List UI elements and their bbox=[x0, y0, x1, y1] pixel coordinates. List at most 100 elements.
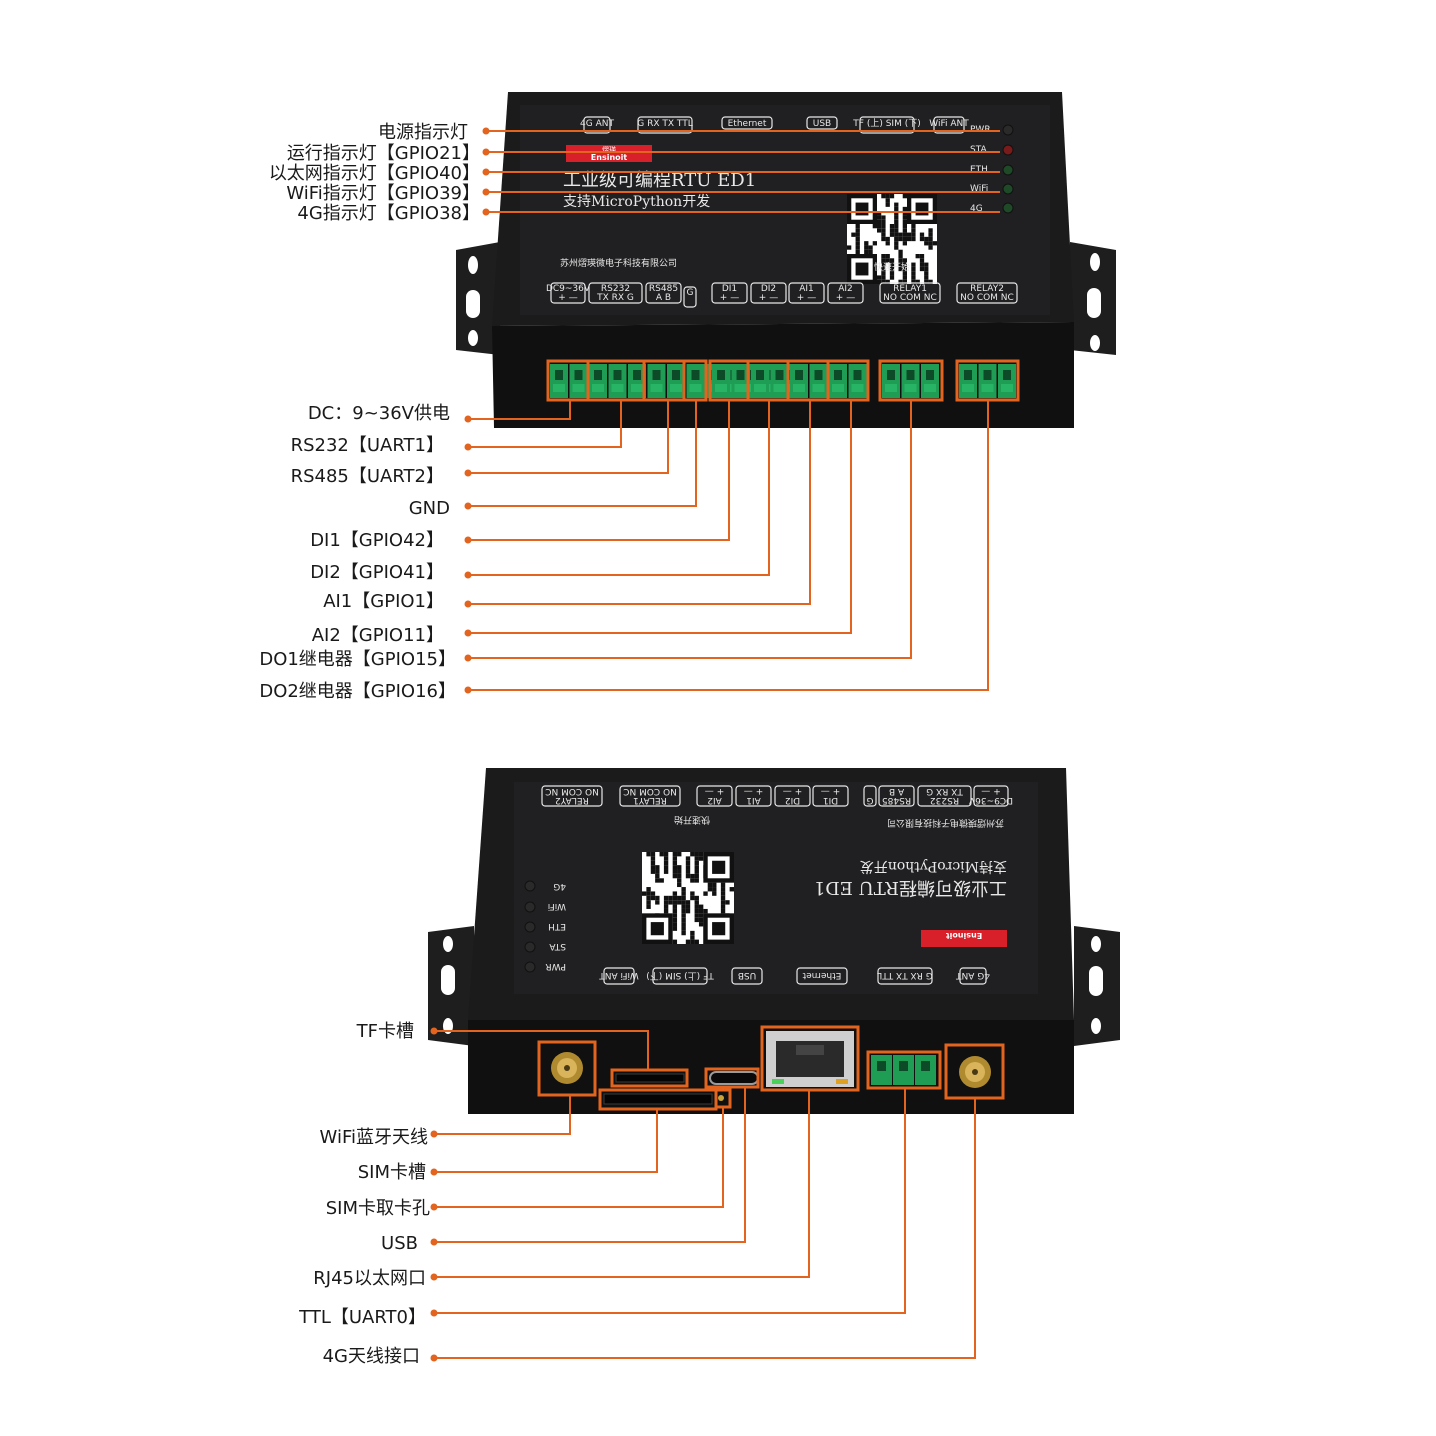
led-label-4g-bottom: 4G bbox=[553, 881, 566, 891]
terminal-pin bbox=[998, 364, 1016, 398]
terminal-pin bbox=[712, 364, 730, 398]
terminal-label-pins: + — bbox=[720, 293, 739, 303]
terminal-label-pins: + — bbox=[759, 293, 778, 303]
terminal-pin bbox=[589, 364, 607, 398]
led-label-sta-bottom: STA bbox=[548, 941, 566, 951]
callout-4g-led: 4G指示灯【GPIO38】 bbox=[297, 203, 480, 224]
led-label-pwr-bottom: PWR bbox=[545, 961, 566, 971]
terminal-pin bbox=[882, 364, 900, 398]
callout-gnd: GND bbox=[409, 498, 450, 519]
terminal-label-bottom-pins: + — bbox=[783, 786, 802, 796]
top-port-label: TF (上) SIM (下) bbox=[852, 118, 920, 129]
qr-caption: 快速开始 bbox=[874, 261, 910, 273]
brand-badge-en-bottom: Ensinoit bbox=[946, 931, 983, 940]
panel-subtitle: 支持MicroPython开发 bbox=[563, 194, 710, 210]
terminal-callouts: DC：9~36V供电 RS232【UART1】 RS485【UART2】 GND… bbox=[259, 400, 988, 702]
callout-sim-slot: SIM卡槽 bbox=[358, 1162, 426, 1183]
terminal-pin bbox=[550, 364, 568, 398]
mounting-ear-right-bottom bbox=[1074, 926, 1120, 1046]
callout-power-led: 电源指示灯 bbox=[378, 122, 468, 143]
callout-ethernet-led: 以太网指示灯【GPIO40】 bbox=[269, 163, 480, 184]
callout-rs485: RS485【UART2】 bbox=[291, 466, 444, 487]
terminal-label-pins: A B bbox=[656, 293, 671, 303]
callout-rs232: RS232【UART1】 bbox=[291, 435, 444, 456]
callout-tf-slot: TF卡槽 bbox=[356, 1021, 414, 1042]
terminal-pin bbox=[771, 364, 789, 398]
callout-ai1: AI1【GPIO1】 bbox=[323, 591, 444, 612]
panel-title-bottom: 工业级可编程RTU ED1 bbox=[814, 877, 1007, 898]
callout-di1: DI1【GPIO42】 bbox=[310, 530, 444, 551]
company-name: 苏州熠瑛微电子科技有限公司 bbox=[560, 257, 677, 269]
panel-title: 工业级可编程RTU ED1 bbox=[563, 170, 756, 191]
top-port-label-text: WiFi ANT bbox=[599, 970, 639, 980]
tf-card-slot bbox=[616, 1074, 684, 1082]
terminal-pin bbox=[648, 364, 666, 398]
top-port-label-text: G RX TX TTL bbox=[877, 970, 933, 980]
led-label-eth-bottom: ETH bbox=[548, 921, 566, 931]
led-label-wifi-bottom: WiFi bbox=[548, 901, 566, 911]
terminal-pin bbox=[667, 364, 685, 398]
terminal-pin bbox=[921, 364, 939, 398]
terminal-label-pins: TX RX G bbox=[596, 293, 634, 303]
terminal-label-bottom-pins: + — bbox=[821, 786, 840, 796]
terminal-label-name: G bbox=[687, 288, 694, 298]
terminal-pin bbox=[959, 364, 977, 398]
4g-antenna-connector bbox=[959, 1056, 991, 1088]
qr-caption-bottom: 快速开始 bbox=[674, 814, 710, 826]
terminal-pin bbox=[609, 364, 627, 398]
brand-badge-en: Ensinoit bbox=[591, 153, 628, 162]
terminal-pin bbox=[849, 364, 867, 398]
terminal-label-bottom-pins: + — bbox=[705, 786, 724, 796]
wifi-antenna-connector bbox=[551, 1052, 583, 1084]
top-port-label-text: 4G ANT bbox=[956, 970, 990, 980]
terminal-pin bbox=[810, 364, 828, 398]
top-port-label-text: USB bbox=[738, 970, 756, 980]
terminal-label-bottom-pins: + — bbox=[981, 786, 1000, 796]
callout-dc-power: DC：9~36V供电 bbox=[308, 403, 450, 424]
terminal-label-bottom-name: G bbox=[866, 795, 873, 805]
led-label-eth: ETH bbox=[970, 165, 988, 175]
terminal-label-pins: + — bbox=[797, 293, 816, 303]
terminal-label-pins: NO COM NC bbox=[883, 293, 937, 303]
terminal-pin bbox=[751, 364, 769, 398]
sim-card-slot bbox=[604, 1094, 712, 1104]
led-label-sta: STA bbox=[970, 145, 988, 155]
top-port-label-text: TF (上) SIM (下) bbox=[646, 970, 714, 981]
usb-port bbox=[710, 1072, 758, 1084]
ttl-terminal-block bbox=[871, 1055, 936, 1085]
terminal-pin bbox=[790, 364, 808, 398]
top-port-label: 4G ANT bbox=[580, 119, 614, 129]
terminal-pin bbox=[829, 364, 847, 398]
callout-di2: DI2【GPIO41】 bbox=[310, 562, 444, 583]
rj45-port bbox=[766, 1031, 854, 1087]
top-port-label: WiFi ANT bbox=[929, 119, 969, 129]
callout-do1-relay: DO1继电器【GPIO15】 bbox=[259, 649, 456, 670]
callout-rj45: RJ45以太网口 bbox=[313, 1268, 426, 1289]
top-port-label: G RX TX TTL bbox=[637, 119, 693, 129]
sim-eject-hole bbox=[718, 1095, 724, 1101]
terminal-label-pins: NO COM NC bbox=[960, 293, 1014, 303]
callout-do2-relay: DO2继电器【GPIO16】 bbox=[259, 681, 456, 702]
top-port-label: Ethernet bbox=[728, 119, 767, 129]
mounting-ear-right bbox=[1070, 242, 1116, 355]
callout-4g-antenna: 4G天线接口 bbox=[323, 1346, 420, 1367]
callout-ai2: AI2【GPIO11】 bbox=[312, 625, 444, 646]
callout-sim-eject: SIM卡取卡孔 bbox=[326, 1198, 430, 1219]
callout-wifi-antenna: WiFi蓝牙天线 bbox=[320, 1127, 428, 1148]
company-name-bottom: 苏州熠瑛微电子科技有限公司 bbox=[887, 817, 1004, 829]
terminal-label-bottom-pins: A B bbox=[889, 786, 904, 796]
terminal-pin bbox=[687, 364, 705, 398]
callout-run-led: 运行指示灯【GPIO21】 bbox=[287, 143, 480, 164]
brand-badge: 熠瑛 Ensinoit bbox=[566, 145, 652, 162]
panel-subtitle-bottom: 支持MicroPython开发 bbox=[860, 858, 1007, 874]
top-port-label: USB bbox=[813, 119, 831, 129]
terminal-label-bottom-pins: NO COM NC bbox=[623, 786, 677, 796]
terminal-label-bottom-pins: + — bbox=[744, 786, 763, 796]
terminal-pin bbox=[979, 364, 997, 398]
callout-usb: USB bbox=[381, 1233, 418, 1254]
terminal-pin bbox=[570, 364, 588, 398]
terminal-label-bottom-pins: NO COM NC bbox=[545, 786, 599, 796]
top-port-label-text: Ethernet bbox=[802, 970, 841, 980]
terminal-label-pins: + — bbox=[558, 293, 577, 303]
